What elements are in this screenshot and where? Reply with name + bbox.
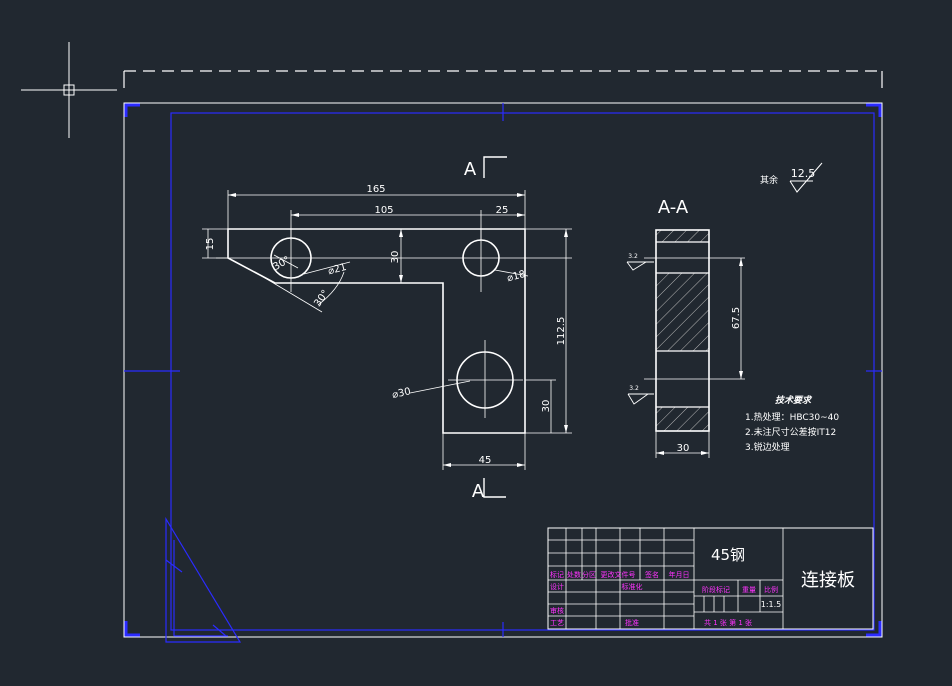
- tech-note-3: 3.锐边处理: [745, 441, 790, 453]
- label-design: 设计: [550, 582, 564, 591]
- title-block-grid: [548, 528, 784, 629]
- dim-angle-b: 30°: [271, 255, 292, 273]
- tech-note-2: 2.未注尺寸公差按IT12: [745, 426, 836, 438]
- label-process: 工艺: [550, 619, 564, 627]
- tech-notes: 技术要求 1.热处理：HBC30~40 2.未注尺寸公差按IT12 3.锐边处理: [745, 395, 839, 453]
- front-view-dimension-text: 165 105 25 15 30 112.5 30 45 ⌀21 ⌀18 ⌀30…: [205, 184, 567, 466]
- crosshair-cursor-icon: [21, 42, 117, 138]
- front-view-arrows: [228, 193, 568, 467]
- roughness-symbol-bottom: [627, 393, 654, 405]
- section-markers: [483, 156, 507, 498]
- dim-hole-spacing: 105: [374, 205, 393, 216]
- tech-note-1: 1.热处理：HBC30~40: [745, 411, 839, 423]
- roughness-other-value: 12.5: [791, 167, 816, 180]
- label-zone: 分区: [582, 570, 596, 579]
- label-mark: 标记: [550, 570, 564, 579]
- label-date: 年月日: [669, 570, 690, 579]
- label-signature: 签名: [645, 570, 659, 579]
- title-block-labels: 标记 处数 分区 更改文件号 签名 年月日 设计 标准化 审核 工艺 批准 阶段…: [550, 570, 778, 627]
- frame-corner-marks: [124, 103, 882, 637]
- label-stage-mark: 阶段标记: [702, 585, 730, 594]
- section-hole-lines: [656, 241, 709, 408]
- dim-right-offset: 25: [496, 205, 509, 216]
- dim-foot-width: 45: [479, 455, 492, 466]
- title-block: 45钢 连接板 标记 处数 分区 更改文件号 签名 年月日 设计 标准化 审核 …: [547, 527, 874, 630]
- section-outline: [655, 229, 710, 432]
- section-view-title: A-A: [658, 197, 689, 218]
- section-dimension-lines: [655, 258, 742, 458]
- roughness-value-bottom: 3.2: [629, 385, 639, 392]
- label-weight: 重量: [742, 586, 756, 594]
- roughness-symbol-top: [626, 261, 654, 271]
- label-standardize: 标准化: [622, 582, 643, 591]
- print-area-boundary: [123, 70, 883, 88]
- section-hatch-top: [656, 230, 709, 242]
- tech-notes-title: 技术要求: [775, 395, 813, 406]
- dim-left-height: 15: [205, 238, 216, 251]
- label-count: 处数: [567, 570, 581, 579]
- dim-angle-a: 30°: [312, 288, 331, 309]
- section-label-bottom: A: [472, 481, 485, 502]
- section-hatch-bottom: [656, 407, 709, 431]
- sheet-inner-frame: [170, 112, 875, 631]
- roughness-value-top: 3.2: [628, 253, 638, 260]
- roughness-other-symbol: [789, 162, 823, 193]
- front-view-dimension-lines: [202, 190, 572, 470]
- section-centerlines: [644, 257, 745, 380]
- frame-center-ticks: [124, 103, 882, 637]
- dim-section-width: 30: [677, 443, 690, 454]
- dim-overall-length: 165: [366, 184, 385, 195]
- label-scale: 比例: [764, 585, 778, 594]
- label-review: 审核: [550, 606, 564, 615]
- dim-hole-right: ⌀18: [506, 269, 527, 284]
- section-hatch-middle: [656, 273, 709, 351]
- dim-hole-left: ⌀21: [327, 262, 348, 277]
- section-label-top: A: [464, 159, 477, 180]
- roughness-other-label: 其余: [760, 174, 778, 186]
- dim-section-height: 67.5: [731, 307, 742, 329]
- section-view: A-A 67.5 30: [626, 197, 745, 458]
- label-approve: 批准: [625, 618, 639, 627]
- orientation-triangle: [165, 516, 242, 643]
- label-change-doc: 更改文件号: [601, 570, 636, 579]
- title-part-name: 连接板: [801, 570, 855, 591]
- section-arrows: [656, 258, 743, 455]
- label-sheets: 共 1 张 第 1 张: [704, 618, 752, 627]
- front-view: 165 105 25 15 30 112.5 30 45 ⌀21 ⌀18 ⌀30…: [202, 156, 572, 502]
- title-scale-value: 1:1.5: [761, 600, 782, 609]
- dim-total-height: 112.5: [556, 317, 567, 346]
- dim-foot-height: 30: [541, 400, 552, 413]
- dim-hole-bottom: ⌀30: [391, 386, 412, 401]
- front-view-outline: [227, 228, 526, 434]
- dim-hole-center-drop: 30: [390, 251, 401, 264]
- title-material: 45钢: [711, 546, 745, 564]
- title-block-frame: [547, 527, 874, 630]
